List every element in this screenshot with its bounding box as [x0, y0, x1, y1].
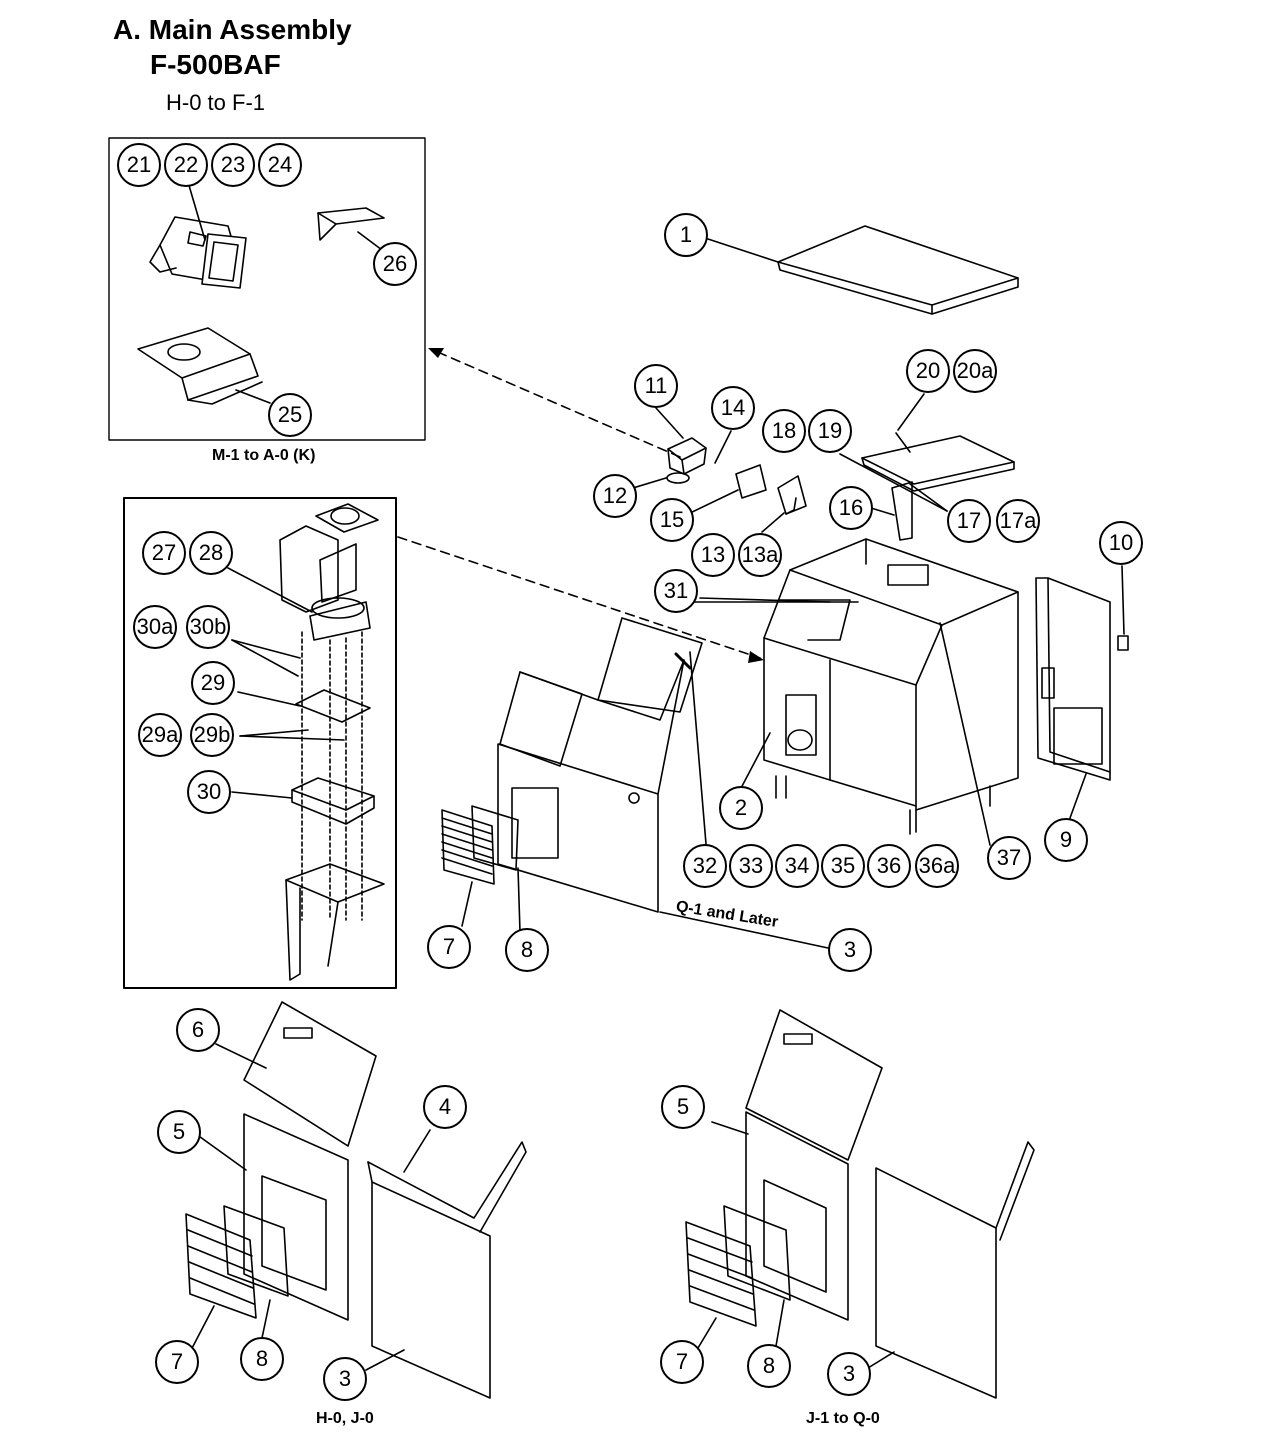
callout-13: 13	[691, 533, 735, 577]
callout-2: 2	[719, 786, 763, 830]
callout-17a: 17a	[996, 499, 1040, 543]
front-grille	[441, 805, 521, 933]
part-10	[1117, 565, 1129, 651]
arrow-head-mid	[748, 651, 764, 663]
main-cabinet-frame	[679, 538, 1019, 846]
page-title: A. Main Assembly	[113, 14, 352, 45]
top-panel-1	[707, 225, 1019, 315]
callout-7-front: 7	[427, 925, 471, 969]
callout-22: 22	[164, 143, 208, 187]
callout-3-left: 3	[323, 1357, 367, 1401]
callout-24: 24	[258, 143, 302, 187]
callout-37: 37	[987, 836, 1031, 880]
callout-26: 26	[373, 242, 417, 286]
callout-36a: 36a	[915, 844, 959, 888]
callout-17: 17	[947, 499, 991, 543]
inset-box-auger	[123, 497, 397, 989]
callout-3-front: 3	[828, 928, 872, 972]
callout-28: 28	[189, 531, 233, 575]
plate-25	[137, 327, 271, 405]
callout-8-left: 8	[240, 1337, 284, 1381]
drain-tray	[839, 393, 1015, 512]
callout-27: 27	[142, 531, 186, 575]
callout-32: 32	[683, 844, 727, 888]
callout-7-right: 7	[660, 1340, 704, 1384]
callout-33: 33	[729, 844, 773, 888]
callout-20: 20	[906, 349, 950, 393]
callout-36: 36	[867, 844, 911, 888]
inset-top-caption: M-1 to A-0 (K)	[212, 447, 316, 464]
callout-1: 1	[664, 213, 708, 257]
right-variant-caption: J-1 to Q-0	[806, 1410, 880, 1427]
arrow-head-top	[428, 348, 444, 358]
callout-31: 31	[654, 569, 698, 613]
gear-motor-housing	[149, 181, 247, 289]
bracket-26	[317, 207, 385, 251]
callout-29a: 29a	[138, 713, 182, 757]
left-variant-caption: H-0, J-0	[316, 1410, 374, 1427]
callout-25: 25	[268, 393, 312, 437]
callout-3-right: 3	[827, 1352, 871, 1396]
variant-right	[685, 1009, 1035, 1399]
variant-left	[185, 1001, 527, 1399]
callout-12: 12	[593, 474, 637, 518]
callout-8-front: 8	[505, 928, 549, 972]
callout-30b: 30b	[186, 605, 230, 649]
callout-7-left: 7	[155, 1340, 199, 1384]
callout-29: 29	[191, 661, 235, 705]
callout-16: 16	[829, 486, 873, 530]
serial-range: H-0 to F-1	[166, 90, 266, 115]
callout-14: 14	[711, 386, 755, 430]
callout-5-right: 5	[661, 1085, 705, 1129]
callout-4-left: 4	[423, 1085, 467, 1129]
callout-35: 35	[821, 844, 865, 888]
callout-34: 34	[775, 844, 819, 888]
callout-29b: 29b	[190, 713, 234, 757]
callout-21: 21	[117, 143, 161, 187]
callout-8-right: 8	[747, 1344, 791, 1388]
callout-30: 30	[187, 770, 231, 814]
callout-23: 23	[211, 143, 255, 187]
auger-assembly	[227, 503, 385, 981]
callout-20a: 20a	[953, 349, 997, 393]
dashed-connectors	[397, 349, 761, 659]
callout-6-left: 6	[176, 1008, 220, 1052]
callout-15: 15	[650, 498, 694, 542]
model-number: F-500BAF	[150, 49, 281, 80]
callout-10: 10	[1099, 521, 1143, 565]
callout-30a: 30a	[133, 605, 177, 649]
callout-5-left: 5	[157, 1110, 201, 1154]
side-panel-9	[1035, 577, 1111, 819]
callout-13a: 13a	[738, 533, 782, 577]
callout-9: 9	[1044, 818, 1088, 862]
front-panel-q1	[497, 617, 829, 949]
callout-11: 11	[634, 364, 678, 408]
small-parts	[632, 407, 913, 541]
callout-18: 18	[762, 409, 806, 453]
callout-19: 19	[808, 409, 852, 453]
inset-box-top	[108, 137, 426, 441]
